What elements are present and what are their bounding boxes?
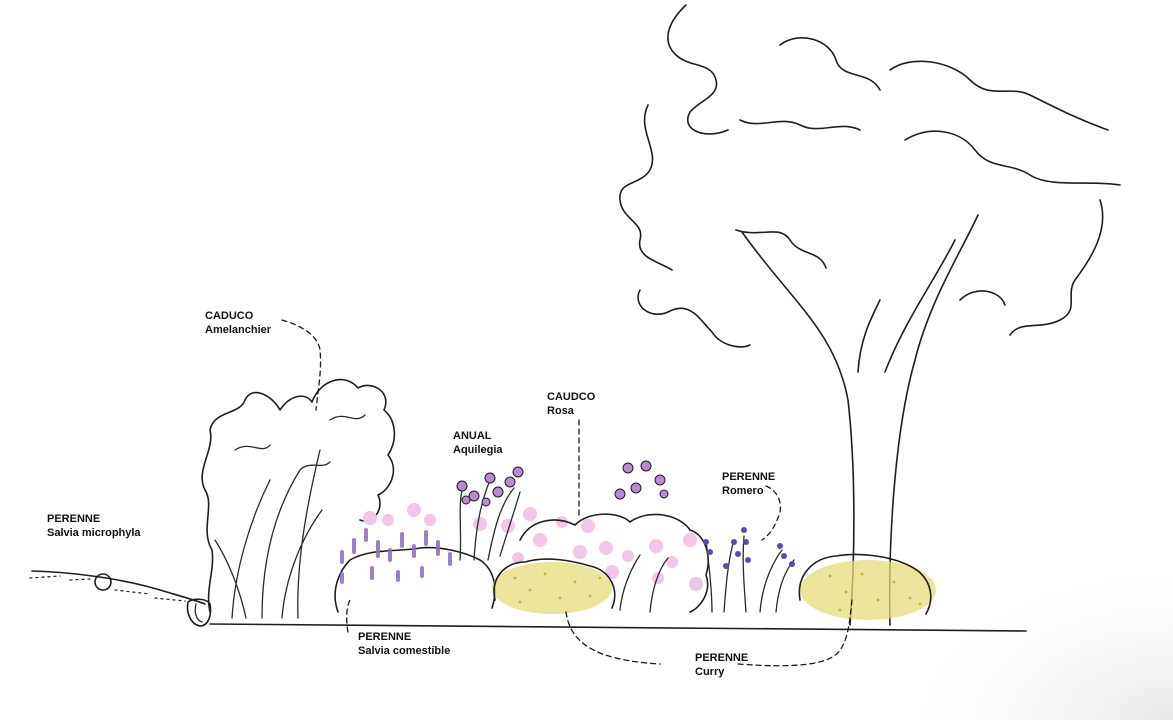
curry-mound-right bbox=[798, 553, 936, 620]
canopy-stroke-3 bbox=[637, 289, 751, 348]
ground-line bbox=[209, 623, 1027, 632]
canopy-stroke-8 bbox=[1009, 199, 1104, 336]
rosa-outline bbox=[519, 513, 709, 613]
rosa-stems bbox=[619, 554, 669, 613]
canopy-stroke-7 bbox=[904, 130, 1121, 186]
aquilegia-flowers bbox=[456, 460, 669, 507]
leader-salvia-comestible bbox=[346, 599, 351, 633]
aquilegia-stems bbox=[459, 479, 521, 561]
label-plant: Curry bbox=[695, 666, 725, 678]
label-perenne-salvia-comestible: PERENNE Salvia comestible bbox=[358, 630, 450, 658]
label-category: PERENNE bbox=[695, 652, 749, 664]
canopy-stroke-4 bbox=[735, 229, 827, 269]
amelanchier-stems bbox=[214, 449, 323, 619]
canopy-stroke-9 bbox=[959, 290, 1006, 306]
label-category: PERENNE bbox=[358, 631, 412, 643]
label-category: PERENNE bbox=[47, 513, 101, 525]
canopy-stroke-2 bbox=[619, 104, 673, 271]
tree-branch bbox=[884, 239, 956, 373]
leader-romero bbox=[761, 485, 782, 541]
label-plant: Rosa bbox=[547, 405, 574, 417]
label-plant: Salvia comestible bbox=[358, 645, 451, 657]
amelanchier-leaf-detail bbox=[234, 414, 366, 471]
label-perenne-curry: PERENNE Curry bbox=[695, 651, 748, 679]
label-plant: Aquilegia bbox=[453, 444, 503, 456]
edging-stone-detail bbox=[194, 603, 203, 623]
amelanchier-outline bbox=[201, 378, 396, 613]
canopy-stroke-1 bbox=[667, 4, 729, 135]
label-perenne-romero: PERENNE Romero bbox=[722, 470, 775, 498]
leader-amelanchier bbox=[281, 319, 322, 411]
canopy-stroke-6 bbox=[889, 60, 1109, 131]
canopy-stroke-10 bbox=[739, 119, 861, 131]
curry-mound-left bbox=[492, 558, 616, 614]
label-category: PERENNE bbox=[722, 471, 776, 483]
stone bbox=[94, 573, 112, 591]
label-category: CADUCO bbox=[205, 310, 254, 322]
label-plant: Romero bbox=[722, 485, 764, 497]
label-plant: Salvia microphyla bbox=[47, 527, 141, 539]
label-perenne-salvia-microphyla: PERENNE Salvia microphyla bbox=[47, 512, 141, 540]
romero-flowers bbox=[703, 527, 795, 569]
tree-branch-2 bbox=[857, 299, 881, 373]
salvia-comestible-mound bbox=[334, 546, 496, 613]
label-anual-aquilegia: ANUAL Aquilegia bbox=[453, 429, 503, 457]
label-caduco-amelanchier: CADUCO Amelanchier bbox=[205, 309, 271, 337]
leader-curry bbox=[565, 599, 853, 667]
salvia-microphyla-spikes bbox=[340, 528, 452, 584]
paper-shading bbox=[700, 450, 1173, 720]
romero-stems bbox=[705, 535, 795, 613]
edging-stone bbox=[186, 598, 212, 627]
soil-mound-line bbox=[31, 570, 206, 605]
tree-trunk-left bbox=[741, 231, 855, 626]
label-category: ANUAL bbox=[453, 430, 492, 442]
label-category: CAUDCO bbox=[547, 391, 596, 403]
tree-trunk-right bbox=[888, 214, 979, 626]
label-caudco-rosa: CAUDCO Rosa bbox=[547, 390, 595, 418]
label-plant: Amelanchier bbox=[205, 324, 272, 336]
canopy-stroke-5 bbox=[779, 36, 881, 91]
pink-blossoms bbox=[363, 503, 703, 591]
curry-texture bbox=[513, 572, 922, 612]
